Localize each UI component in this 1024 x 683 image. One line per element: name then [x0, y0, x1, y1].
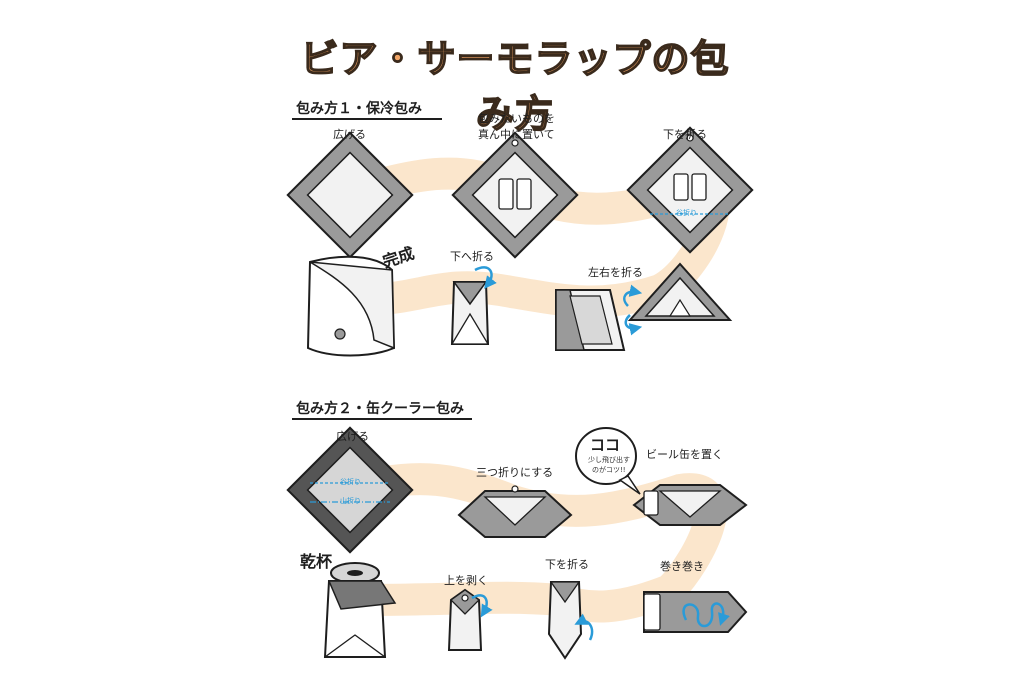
s2-tip-bubble — [575, 427, 641, 495]
s2-cheers-label: 乾杯 — [300, 552, 333, 571]
s1-fold-arrow-upper — [623, 284, 643, 307]
section2-heading: 包み方２・缶クーラー包み — [296, 401, 464, 417]
s1-fold-bottom-cloth — [626, 126, 754, 254]
s1-place-label-line2: 真ん中に置いて — [478, 128, 555, 141]
s1-fold-down-label: 下へ折る — [450, 250, 494, 263]
s2-peel-top-label: 上を剥く — [444, 574, 488, 587]
s2-place-can-label: ビール缶を置く — [646, 448, 723, 461]
s2-koko-label: ココ — [590, 436, 621, 454]
s1-fold-bottom-label: 下を折る — [663, 128, 707, 141]
s1-fold-sides-label: 左右を折る — [588, 266, 643, 279]
s2-roll-arrow — [682, 602, 730, 628]
section2-underline — [292, 418, 472, 420]
s1-valley-label: 谷折り — [676, 209, 697, 217]
s1-fold-arrow-lower — [624, 314, 643, 336]
s2-spread-cloth — [286, 426, 414, 554]
s1-place-cloth — [451, 131, 579, 259]
s2-place-can-cloth — [632, 484, 748, 526]
s1-place-label-line1: 包みたいものを — [478, 112, 555, 125]
s2-trifold-cloth — [457, 485, 573, 538]
s2-trifold-label: 三つ折りにする — [476, 466, 554, 479]
s2-peel-top-cloth — [447, 588, 483, 651]
s2-tip-line1: 少し飛び出す — [588, 456, 630, 464]
s2-tip-line2: のがコツ!! — [592, 466, 626, 474]
s2-valley-label: 谷折り — [340, 478, 361, 486]
s1-fold-down-cloth — [450, 281, 490, 345]
s1-fold-down-arrow — [474, 266, 497, 289]
s2-mountain-label: 山折り — [340, 497, 361, 505]
s2-spread-label: 広げる — [336, 430, 369, 443]
s1-completed-bag — [306, 255, 396, 357]
s2-roll-cloth — [643, 591, 748, 633]
s1-spread-cloth — [286, 131, 414, 259]
s2-wrapped-can — [323, 562, 397, 658]
s2-fold-bottom-cloth — [547, 581, 583, 660]
s1-folded-sides-cloth — [555, 289, 626, 351]
s2-fold-bottom-label: 下を折る — [545, 558, 589, 571]
section1-heading: 包み方１・保冷包み — [296, 101, 422, 117]
s2-fold-bottom-arrow — [574, 613, 594, 641]
s1-fold-sides-cloth — [627, 262, 733, 321]
section1-underline — [292, 118, 442, 120]
page-title: ビア・サーモラップの包み方 — [300, 36, 730, 137]
s2-peel-top-arrow — [471, 594, 493, 618]
s2-roll-label: 巻き巻き — [660, 560, 704, 573]
s1-spread-label: 広げる — [333, 128, 366, 141]
